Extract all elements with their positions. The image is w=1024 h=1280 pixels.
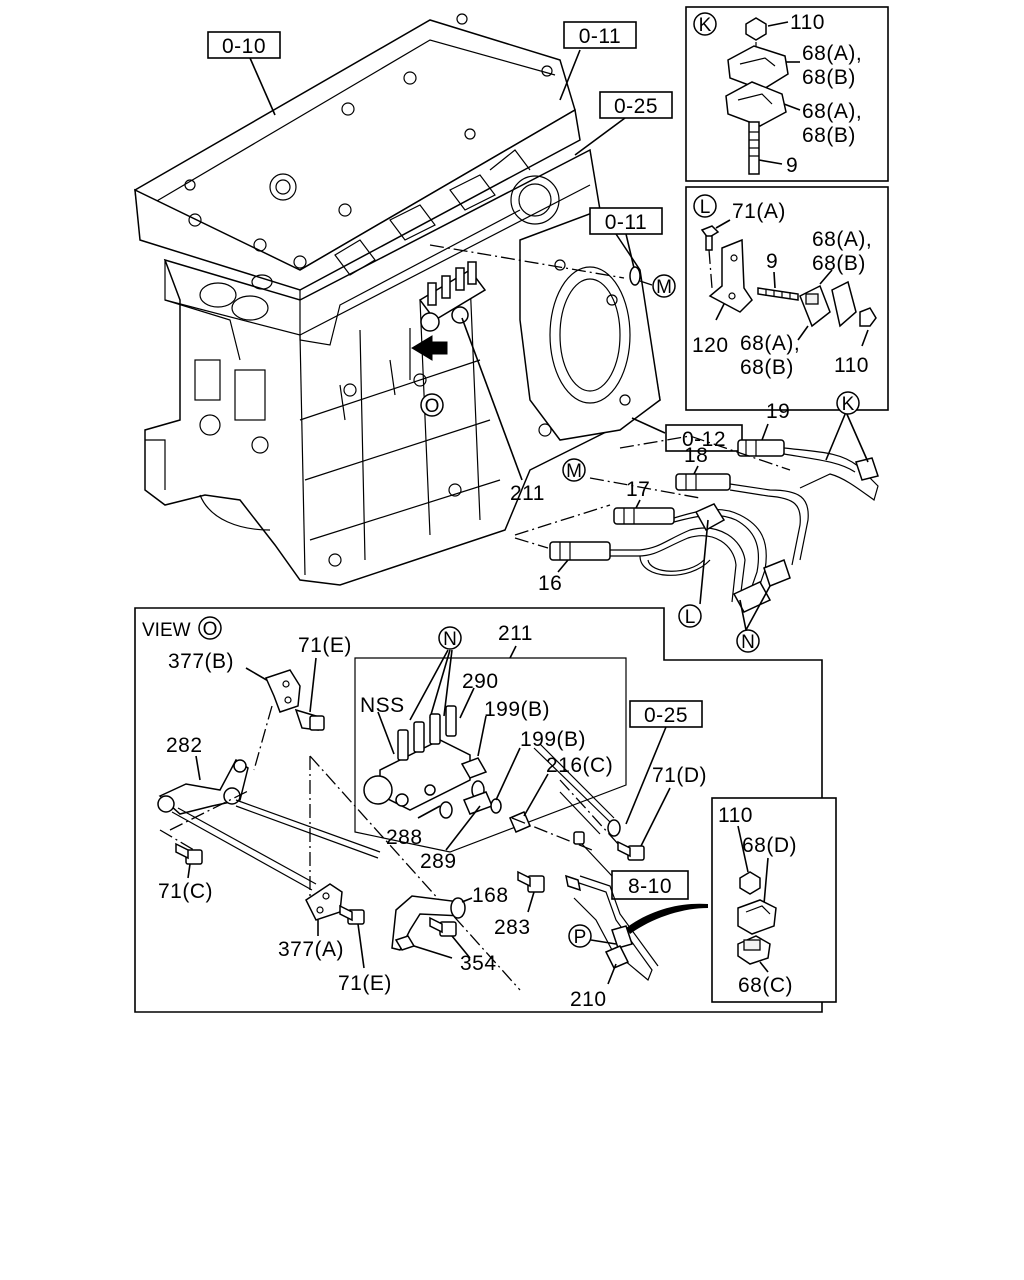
svg-text:0-10: 0-10 <box>222 35 266 58</box>
circle-callout-m-pipes: M <box>562 458 586 482</box>
svg-text:M: M <box>656 277 672 298</box>
svg-text:68(C): 68(C) <box>738 974 793 997</box>
svg-text:68(B): 68(B) <box>802 66 856 89</box>
svg-text:68(A),: 68(A), <box>812 228 872 251</box>
svg-text:68(D): 68(D) <box>742 834 797 857</box>
svg-text:N: N <box>443 629 457 650</box>
label-211-engine: 211 <box>510 482 545 505</box>
svg-text:110: 110 <box>834 354 869 377</box>
ref-box-0-25-view[interactable]: 0-25 <box>629 700 703 728</box>
label-71d: 71(D) <box>652 764 707 787</box>
label-283: 283 <box>494 916 531 939</box>
engine-block-illustration <box>134 13 661 586</box>
label-168: 168 <box>472 884 509 907</box>
svg-text:9: 9 <box>786 154 798 177</box>
svg-text:0-11: 0-11 <box>605 211 647 234</box>
label-210: 210 <box>570 988 607 1011</box>
svg-text:110: 110 <box>718 804 753 827</box>
svg-text:68(A),: 68(A), <box>740 332 800 355</box>
svg-text:O: O <box>203 619 218 640</box>
svg-text:P: P <box>574 927 587 948</box>
label-71c: 71(C) <box>158 880 213 903</box>
circle-callout-o-engine: O <box>420 393 444 417</box>
svg-text:120: 120 <box>692 334 729 357</box>
svg-text:68(A),: 68(A), <box>802 100 862 123</box>
svg-text:68(A),: 68(A), <box>802 42 862 65</box>
label-377a: 377(A) <box>278 938 344 961</box>
svg-text:68(B): 68(B) <box>740 356 794 379</box>
label-354: 354 <box>460 952 497 975</box>
label-18: 18 <box>684 444 708 467</box>
washer-m-part <box>625 233 653 286</box>
label-17: 17 <box>626 478 650 501</box>
svg-text:9: 9 <box>766 250 778 273</box>
ref-box-0-25-top[interactable]: 0-25 <box>599 91 673 119</box>
inset-p-panel: 110 68(D) 68(C) <box>711 797 837 1003</box>
svg-text:71(A): 71(A) <box>732 200 786 223</box>
label-199b-top: 199(B) <box>484 698 550 721</box>
svg-text:O: O <box>425 396 440 417</box>
inset-k-panel: K 110 68(A), 68(B) 68(A), 68(B) 9 <box>685 6 889 182</box>
inset-l-panel: L 71(A) 120 9 68(A), 68(B) 68(A), 68(B) … <box>685 186 889 411</box>
label-282: 282 <box>166 734 203 757</box>
svg-text:110: 110 <box>790 11 825 34</box>
label-199b-bottom: 199(B) <box>520 728 586 751</box>
label-290: 290 <box>462 670 499 693</box>
circle-callout-k-pipes: K <box>836 391 860 415</box>
ref-box-0-11-top[interactable]: 0-11 <box>563 21 637 49</box>
ref-box-0-11-mid[interactable]: 0-11 <box>589 207 663 235</box>
label-211-view: 211 <box>498 622 533 645</box>
svg-text:68(B): 68(B) <box>812 252 866 275</box>
label-19: 19 <box>766 400 790 423</box>
svg-text:68(B): 68(B) <box>802 124 856 147</box>
svg-text:M: M <box>566 461 582 482</box>
svg-text:0-11: 0-11 <box>579 25 621 48</box>
label-377b: 377(B) <box>168 650 234 673</box>
svg-text:N: N <box>741 632 755 653</box>
circle-callout-l-pipes: L <box>678 604 702 628</box>
label-16: 16 <box>538 572 562 595</box>
engine-leaders <box>249 49 666 481</box>
svg-text:0-25: 0-25 <box>644 704 688 727</box>
svg-text:8-10: 8-10 <box>628 875 672 898</box>
svg-text:K: K <box>699 15 712 36</box>
label-288: 288 <box>386 826 423 849</box>
view-label: VIEW <box>142 620 191 641</box>
circle-callout-m-top: M <box>652 274 676 298</box>
ref-box-0-10[interactable]: 0-10 <box>207 31 281 59</box>
label-71e-top: 71(E) <box>298 634 352 657</box>
view-o-panel: VIEW O 211 N NSS 290 199(B) 199(B) <box>134 607 823 1013</box>
svg-text:L: L <box>700 197 711 218</box>
svg-text:0-12: 0-12 <box>682 428 726 451</box>
label-nss: NSS <box>360 694 405 717</box>
label-289: 289 <box>420 850 457 873</box>
label-216c: 216(C) <box>546 754 613 777</box>
label-71e-bottom: 71(E) <box>338 972 392 995</box>
circle-callout-n-pipes: N <box>736 629 760 653</box>
svg-text:L: L <box>685 607 696 628</box>
svg-text:K: K <box>842 394 855 415</box>
ref-box-8-10[interactable]: 8-10 <box>611 870 689 900</box>
svg-text:0-25: 0-25 <box>614 95 658 118</box>
injection-pipes-group: 19 18 17 16 <box>514 400 879 631</box>
